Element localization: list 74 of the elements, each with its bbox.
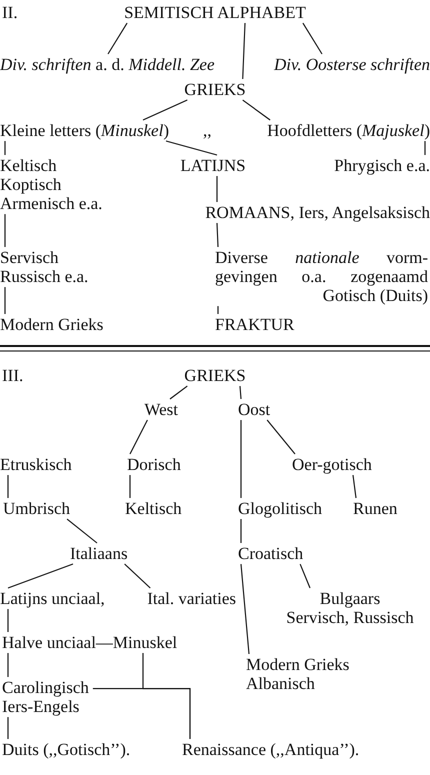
connector-line	[92, 688, 191, 739]
script-name: Croatisch	[238, 544, 304, 564]
script-name: Armenisch e.a.	[0, 194, 102, 214]
script-name: Glogolitisch	[238, 499, 322, 518]
connector-line	[4, 141, 6, 155]
connector-line	[124, 564, 151, 588]
section-number: II.	[2, 3, 18, 22]
script-name: Halve unciaal—Minuskel	[2, 633, 178, 652]
connector-line	[142, 100, 188, 120]
script-name: Keltisch	[125, 499, 182, 518]
script-name: GRIEKS	[184, 366, 246, 386]
connector-line	[7, 475, 9, 498]
script-name: Dorisch	[127, 455, 181, 474]
connector-line	[166, 140, 218, 156]
connector-line	[302, 22, 322, 54]
script-name: Modern Grieks	[0, 315, 104, 334]
script-name: Latijns unciaal,	[0, 589, 105, 608]
connector-line	[240, 564, 250, 654]
script-name: Oer-gotisch	[292, 455, 372, 474]
connector-line	[242, 23, 246, 80]
script-name: Hoofdletters (Majuskel)	[267, 121, 430, 140]
connector-line	[130, 420, 148, 454]
script-name: Umbrisch	[3, 499, 70, 518]
connector-line	[129, 475, 131, 498]
script-name: Servisch	[0, 248, 60, 268]
connector-line	[7, 653, 9, 677]
script-name: Carolingisch	[2, 678, 89, 698]
script-name: Phrygisch e.a.	[334, 156, 430, 176]
connector-line	[240, 519, 242, 543]
script-name: Runen	[353, 499, 398, 518]
script-name: Italiaans	[70, 544, 128, 564]
script-name: Etruskisch	[0, 455, 72, 474]
connector-line	[300, 564, 310, 588]
script-name: Modern Grieks	[246, 655, 350, 674]
connector-line	[216, 176, 218, 202]
script-name: SEMITISCH ALPHABET	[124, 3, 306, 22]
script-name: Servisch, Russisch	[286, 608, 414, 628]
connector-line	[217, 306, 219, 314]
script-name: Div. schriften a. d. Middell. Zee	[0, 55, 214, 74]
script-name: Russisch e.a.	[0, 267, 88, 286]
connector-line	[7, 717, 9, 739]
section-number: III.	[2, 366, 24, 386]
script-name: West	[144, 400, 178, 420]
script-name: ROMAANS, Iers, Angelsaksisch	[205, 203, 430, 222]
script-name: Koptisch	[0, 175, 62, 194]
script-name: GRIEKS	[184, 80, 246, 100]
script-name: Keltisch	[0, 156, 58, 176]
connector-line	[8, 564, 74, 589]
script-name: Duits (,,Gotisch’’).	[2, 740, 130, 760]
connector-line	[7, 609, 9, 632]
script-name: Oost	[238, 400, 270, 420]
connector-line	[66, 518, 98, 544]
script-name: Kleine letters (Minuskel)	[0, 121, 170, 140]
script-name: Diverse nationale vorm-gevingen o.a. zogenaamd Gotisch (Duits)	[215, 248, 428, 306]
connector-line	[266, 420, 296, 454]
script-name: Div. Oosterse schriften	[274, 55, 430, 74]
script-name: Albanisch	[246, 674, 316, 694]
ditto-mark: ,,	[203, 121, 212, 140]
script-name: Iers-Engels	[2, 697, 80, 716]
connector-line	[4, 287, 6, 314]
connector-line	[108, 22, 128, 54]
script-name: FRAKTUR	[215, 315, 294, 334]
connector-line	[352, 474, 357, 498]
connector-line	[424, 141, 426, 155]
script-name: Ital. variaties	[147, 589, 236, 608]
connector-line	[242, 100, 270, 120]
script-name: LATIJNS	[180, 156, 246, 176]
script-name: Renaissance (,,Antiqua’’).	[182, 740, 360, 760]
script-name: Bulgaars	[318, 589, 382, 608]
connector-line	[240, 420, 242, 498]
connector-line	[170, 386, 188, 400]
connector-line	[216, 223, 219, 248]
connector-line	[4, 214, 6, 247]
connector-line	[239, 386, 242, 400]
